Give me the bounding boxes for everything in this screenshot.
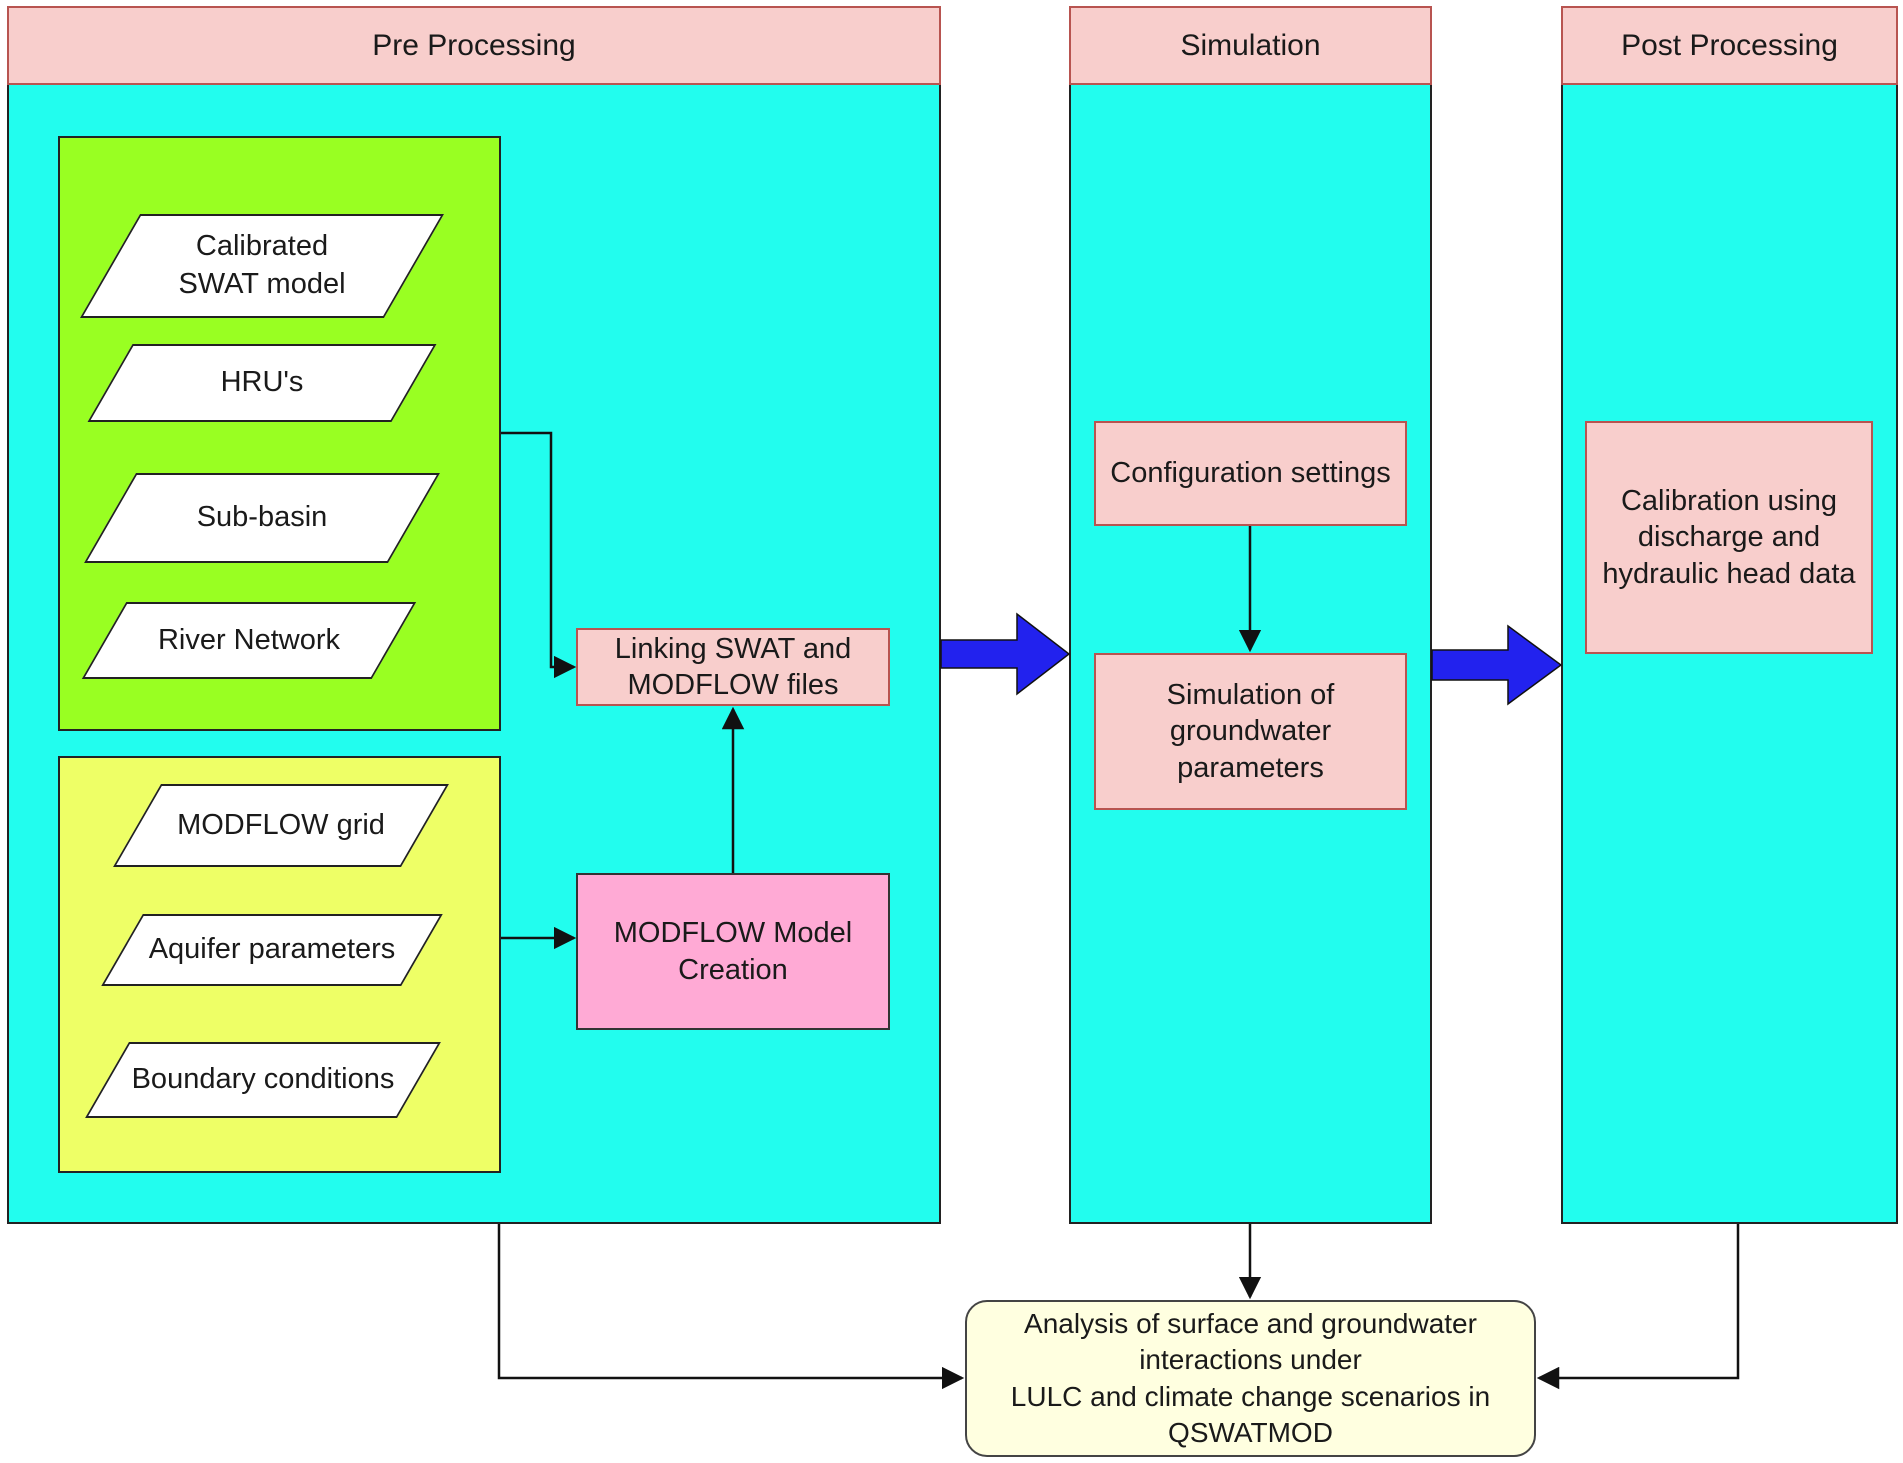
- analysis-output-box: Analysis of surface and groundwater inte…: [965, 1300, 1536, 1457]
- calibrated-swat-model-label: Calibrated SWAT model: [178, 230, 346, 300]
- post-processing-header: Post Processing: [1561, 6, 1898, 85]
- hrus-input: HRU's: [110, 344, 414, 422]
- linking-swat-modflow-box: Linking SWAT and MODFLOW files: [576, 628, 890, 706]
- preprocessing-to-analysis-connector: [497, 1224, 965, 1390]
- simulation-to-post-big-arrow: [1431, 624, 1563, 706]
- configuration-settings-box: Configuration settings: [1094, 421, 1407, 526]
- boundary-conditions-label: Boundary conditions: [131, 1063, 395, 1096]
- sub-basin-input: Sub-basin: [110, 473, 414, 563]
- pre-processing-header: Pre Processing: [7, 6, 941, 85]
- sub-basin-label: Sub-basin: [196, 501, 328, 534]
- modflow-grid-input: MODFLOW grid: [137, 784, 425, 867]
- hrus-label: HRU's: [220, 366, 304, 399]
- aquifer-parameters-label: Aquifer parameters: [148, 933, 396, 966]
- simulation-header: Simulation: [1069, 6, 1432, 85]
- boundary-conditions-input: Boundary conditions: [107, 1042, 419, 1118]
- postprocessing-to-analysis-connector: [1536, 1224, 1740, 1390]
- pre-to-simulation-big-arrow: [940, 612, 1071, 696]
- calibration-box: Calibration using discharge and hydrauli…: [1585, 421, 1873, 654]
- aquifer-parameters-input: Aquifer parameters: [122, 914, 422, 986]
- calibrated-swat-model-input: Calibrated SWAT model: [110, 214, 414, 318]
- modflow-model-creation-box: MODFLOW Model Creation: [576, 873, 890, 1030]
- river-network-label: River Network: [157, 623, 341, 656]
- modflow-grid-label: MODFLOW grid: [177, 808, 385, 841]
- river-network-input: River Network: [104, 602, 394, 679]
- simulation-groundwater-box: Simulation of groundwater parameters: [1094, 653, 1407, 810]
- swat-to-linking-connector: [501, 431, 577, 679]
